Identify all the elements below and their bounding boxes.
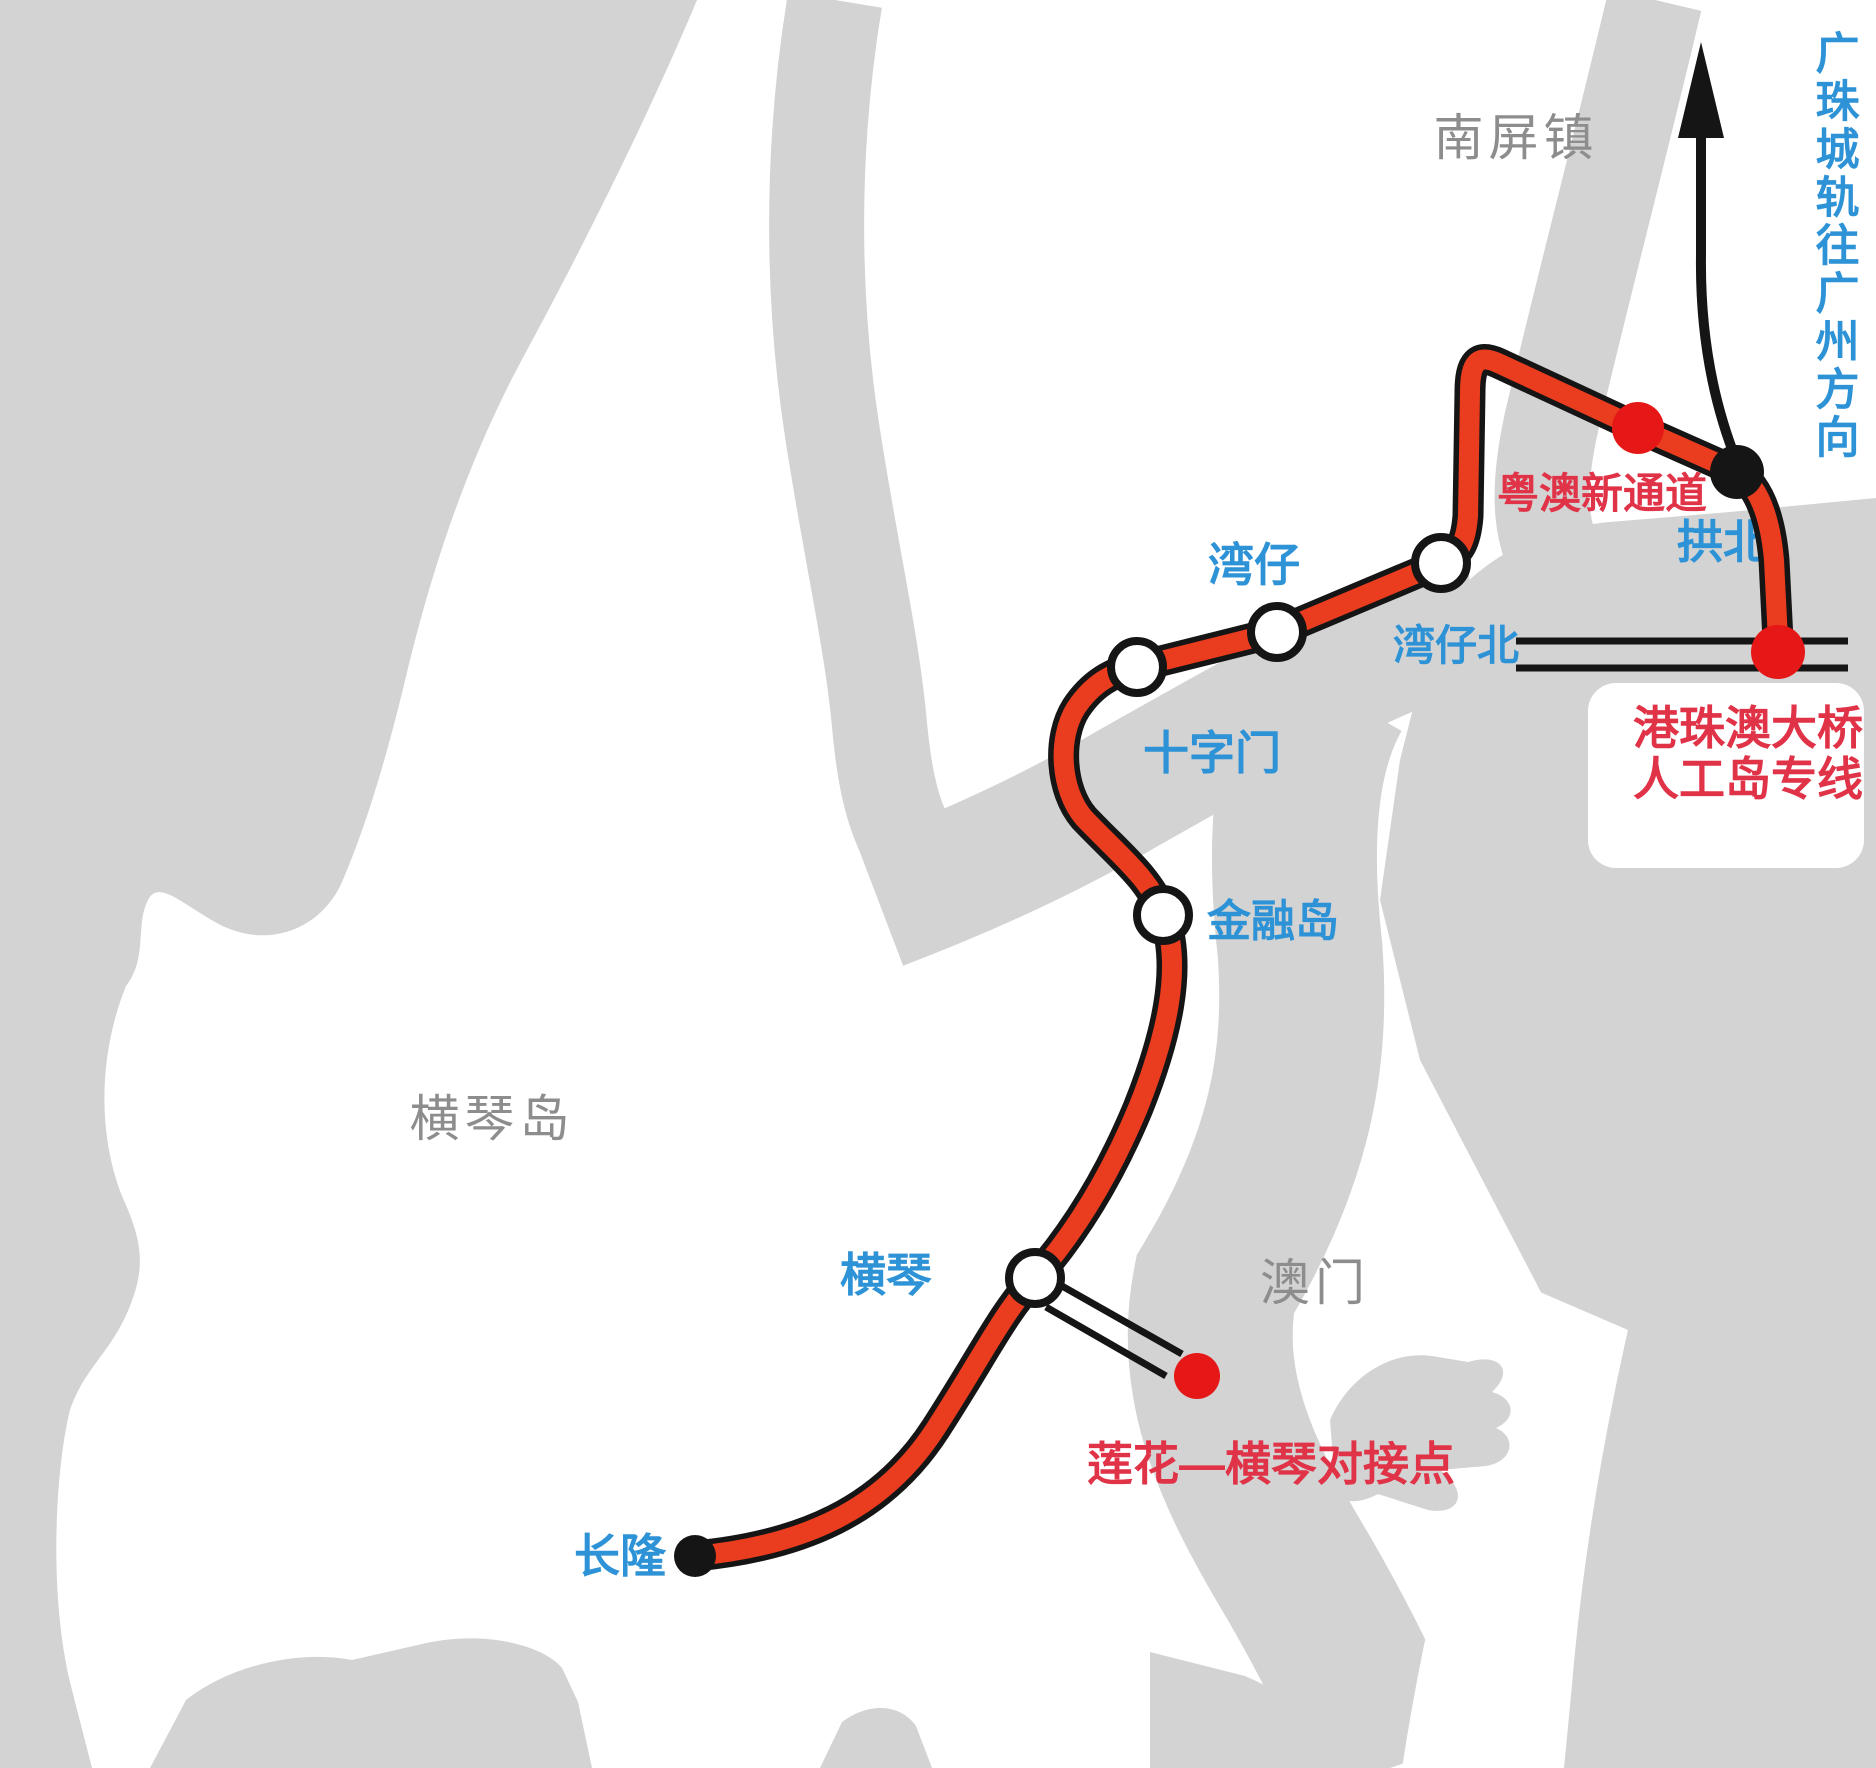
guangzhou-direction-arrow xyxy=(1678,42,1742,464)
station-marker-hengqin xyxy=(1005,1248,1065,1308)
water-inner-harbour xyxy=(1330,1355,1511,1511)
map-labels: 南屏镇 横琴岛 澳门 湾仔 湾仔北 十字门 金融岛 横琴 长隆 粤澳新通道 港珠… xyxy=(410,30,1864,1582)
station-label-shizimen: 十字门 xyxy=(1143,727,1281,779)
water-bottom-macau xyxy=(1150,1652,1364,1768)
station-marker-hzmb-port xyxy=(1751,625,1805,679)
station-markers xyxy=(674,402,1805,1577)
station-marker-shizimen xyxy=(1107,637,1167,697)
water-river-north xyxy=(769,0,979,928)
land-macau-strip xyxy=(1402,1292,1628,1768)
station-marker-wanzai xyxy=(1247,602,1307,662)
station-label-wanzai: 湾仔 xyxy=(1208,539,1300,591)
direction-label-guangzhou: 广珠城轨往广州方向 xyxy=(1809,30,1860,462)
water-bottom-left xyxy=(150,1638,592,1768)
port-label-hzmb-line2: 人工岛专线 xyxy=(1633,753,1863,805)
area-label-aomen: 澳门 xyxy=(1260,1255,1370,1311)
water-river-northeast xyxy=(1494,0,1702,603)
lianhua-link-upper xyxy=(1060,1282,1184,1358)
station-marker-gongbei xyxy=(1710,445,1764,499)
station-label-wanzaibei: 湾仔北 xyxy=(1393,622,1519,669)
area-label-nanping: 南屏镇 xyxy=(1434,110,1599,166)
water-channel-south xyxy=(1127,649,1468,1768)
port-label-lianhua: 莲花—横琴对接点 xyxy=(1087,1438,1455,1490)
station-label-jinrongdao: 金融岛 xyxy=(1206,897,1339,946)
arrow-head xyxy=(1678,42,1724,138)
station-marker-wanzaibei xyxy=(1411,533,1471,593)
water-channel-west xyxy=(856,560,1485,966)
station-marker-yueao-port xyxy=(1612,402,1664,454)
land-hzmb-island xyxy=(1588,683,1864,868)
station-marker-changlong xyxy=(674,1535,716,1577)
water-northwest xyxy=(0,0,697,1768)
area-label-hengqindao: 横琴岛 xyxy=(410,1091,575,1147)
station-label-hengqin: 横琴 xyxy=(840,1249,932,1301)
arrow-shaft xyxy=(1695,128,1742,464)
lianhua-link-lower xyxy=(1044,1303,1168,1380)
port-label-yueao: 粤澳新通道 xyxy=(1497,470,1707,517)
station-marker-jinrongdao xyxy=(1133,885,1193,945)
water-bottom-mid xyxy=(820,1708,932,1768)
port-label-hzmb-line1: 港珠澳大桥 xyxy=(1633,702,1863,754)
station-label-changlong: 长隆 xyxy=(574,1530,667,1582)
station-marker-lianhua-port xyxy=(1174,1353,1220,1399)
